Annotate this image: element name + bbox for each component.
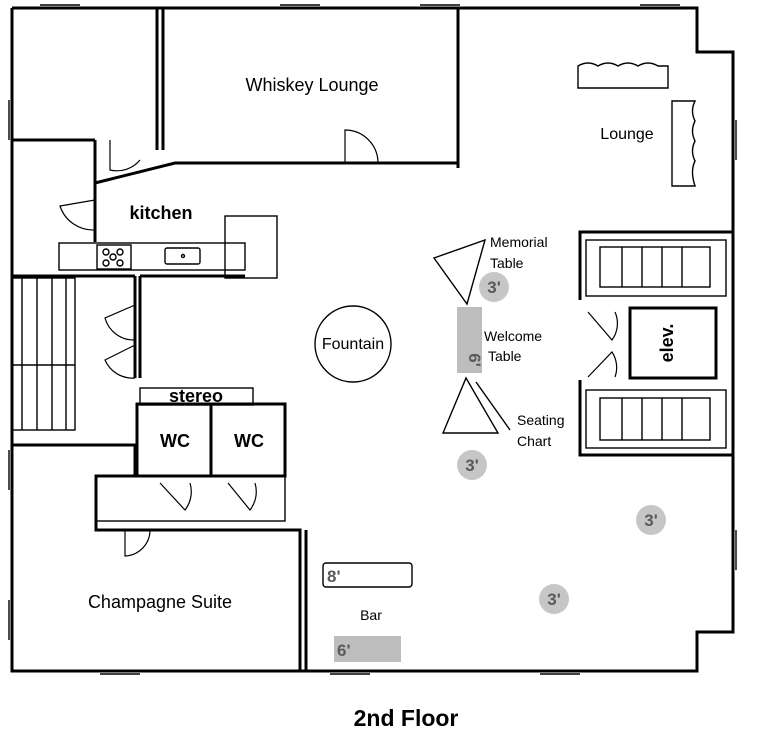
bar-bottom-size: 6' — [337, 641, 351, 660]
whiskey-lounge-walls — [94, 8, 460, 185]
wc-right-label: WC — [234, 431, 264, 451]
seating-chart-pointer — [475, 381, 511, 431]
lounge-furniture — [577, 62, 697, 187]
round-table-4-size: 3' — [547, 590, 561, 609]
wc-block — [95, 387, 287, 522]
seating-label-line2: Chart — [517, 433, 551, 449]
bar-bottom-table — [334, 636, 401, 662]
round-table-2 — [457, 450, 487, 480]
floor-title: 2nd Floor — [354, 705, 459, 731]
stove-icon — [96, 244, 132, 270]
round-table-1-size: 3' — [487, 278, 501, 297]
outer-walls — [8, 4, 737, 675]
fountain-circle — [314, 305, 392, 383]
kitchen-walls — [12, 138, 278, 279]
sink-icon — [164, 247, 201, 265]
elevator-label: elev. — [657, 324, 677, 363]
wc-left-label: WC — [160, 431, 190, 451]
welcome-label-line1: Welcome — [484, 328, 542, 344]
bar-top-size: 8' — [327, 567, 341, 586]
round-table-3 — [636, 505, 666, 535]
memorial-label-line2: Table — [490, 255, 524, 271]
champagne-suite-label: Champagne Suite — [88, 592, 232, 612]
bar-top-table — [322, 562, 413, 588]
elevator-core — [578, 230, 733, 457]
round-table-1 — [479, 272, 509, 302]
lounge-label: Lounge — [600, 126, 653, 143]
welcome-label-line2: Table — [488, 348, 522, 364]
welcome-table-rect — [457, 307, 482, 373]
welcome-table-size: 6' — [465, 353, 484, 367]
memorial-label-line1: Memorial — [490, 234, 548, 250]
round-table-4 — [539, 584, 569, 614]
kitchen-label: kitchen — [129, 203, 192, 223]
round-table-3-size: 3' — [644, 511, 658, 530]
left-corridor — [104, 276, 142, 379]
memorial-table-shape — [432, 238, 487, 306]
stereo-label: stereo — [169, 386, 223, 406]
fountain-label: Fountain — [322, 336, 384, 353]
champagne-suite-walls — [12, 443, 308, 671]
left-stairs — [11, 277, 135, 447]
seating-chart-shape — [441, 376, 500, 434]
round-table-2-size: 3' — [465, 456, 479, 475]
bar-label: Bar — [360, 607, 382, 623]
whiskey-lounge-label: Whiskey Lounge — [245, 75, 378, 95]
seating-label-line1: Seating — [517, 412, 564, 428]
